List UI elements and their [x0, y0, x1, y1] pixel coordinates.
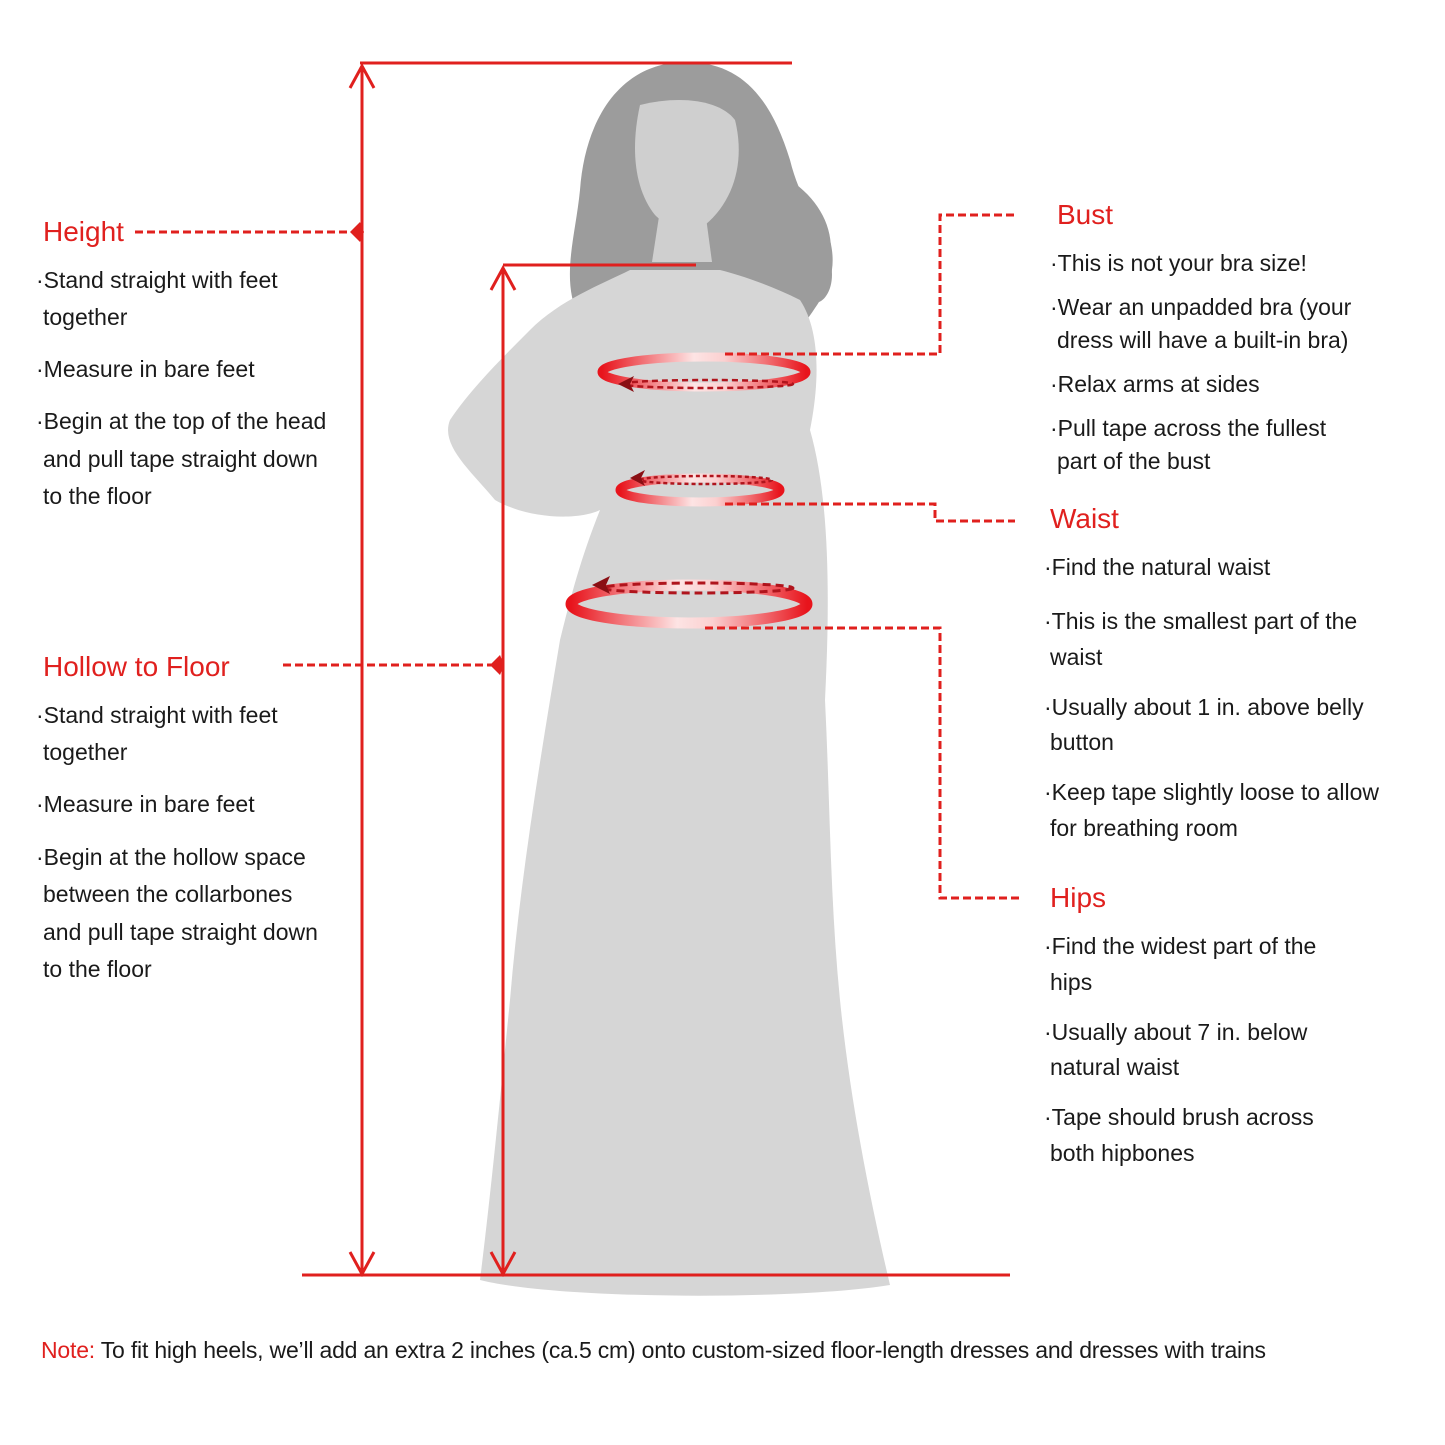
waist-line: ·This is the smallest part of the [1044, 608, 1358, 634]
bust-ring [597, 352, 811, 392]
bust-line: ·Pull tape across the fullest [1050, 415, 1327, 441]
bust-line: ·Wear an unpadded bra (your [1050, 294, 1352, 320]
hips-line: ·Find the widest part of the [1044, 933, 1317, 959]
hips-heading: Hips [1050, 882, 1107, 913]
height-line: ·Stand straight with feet [36, 267, 278, 293]
height-line: ·Begin at the top of the head [36, 408, 327, 434]
hips-line: ·Tape should brush across [1044, 1104, 1314, 1130]
hips-line: both hipbones [1050, 1140, 1195, 1166]
hair-side [780, 180, 832, 303]
height-line: together [43, 304, 128, 330]
connectors [705, 213, 1022, 900]
waist-line: ·Keep tape slightly loose to allow [1044, 779, 1379, 805]
note-text: To fit high heels, we’ll add an extra 2 … [94, 1337, 1266, 1363]
waist-line: for breathing room [1050, 815, 1238, 841]
waist-line: ·Usually about 1 in. above belly [1044, 694, 1364, 720]
height-heading: Height [43, 216, 124, 247]
waist-connector [725, 502, 1015, 523]
waist-ring [615, 470, 785, 507]
hips-connector [705, 626, 1022, 900]
hollow-line: to the floor [43, 956, 152, 982]
hollow-line: ·Measure in bare feet [36, 791, 255, 817]
hips-line: natural waist [1050, 1054, 1180, 1080]
height-line: to the floor [43, 483, 152, 509]
hollow-line: ·Stand straight with feet [36, 702, 278, 728]
height-line: and pull tape straight down [43, 446, 318, 472]
face [635, 100, 739, 229]
hips-line: hips [1050, 969, 1093, 995]
dress-body [448, 270, 890, 1296]
bust-line: ·Relax arms at sides [1050, 371, 1260, 397]
hips-ring [565, 576, 813, 629]
waist-line: waist [1050, 644, 1103, 670]
hips-line: ·Usually about 7 in. below [1044, 1019, 1308, 1045]
woman-silhouette [448, 61, 890, 1296]
note: Note: To fit high heels, we’ll add an ex… [41, 1335, 1266, 1365]
neck [652, 210, 712, 262]
hollow-line: and pull tape straight down [43, 919, 318, 945]
bust-heading: Bust [1057, 199, 1114, 230]
bust-line: ·This is not your bra size! [1050, 250, 1307, 276]
hollow-line: between the collarbones [43, 881, 293, 907]
waist-line: ·Find the natural waist [1044, 554, 1271, 580]
note-label: Note: [41, 1337, 95, 1363]
bust-line: dress will have a built-in bra) [1057, 327, 1349, 353]
waist-line: button [1050, 729, 1114, 755]
bust-line: part of the bust [1057, 448, 1211, 474]
hollow-marker [490, 655, 504, 675]
hollow-heading: Hollow to Floor [43, 651, 230, 682]
height-marker [350, 222, 364, 242]
height-line: ·Measure in bare feet [36, 356, 255, 382]
hollow-line: ·Begin at the hollow space [36, 844, 306, 870]
hollow-line: together [43, 739, 128, 765]
hollow-measure [283, 263, 696, 1278]
waist-heading: Waist [1050, 503, 1119, 534]
